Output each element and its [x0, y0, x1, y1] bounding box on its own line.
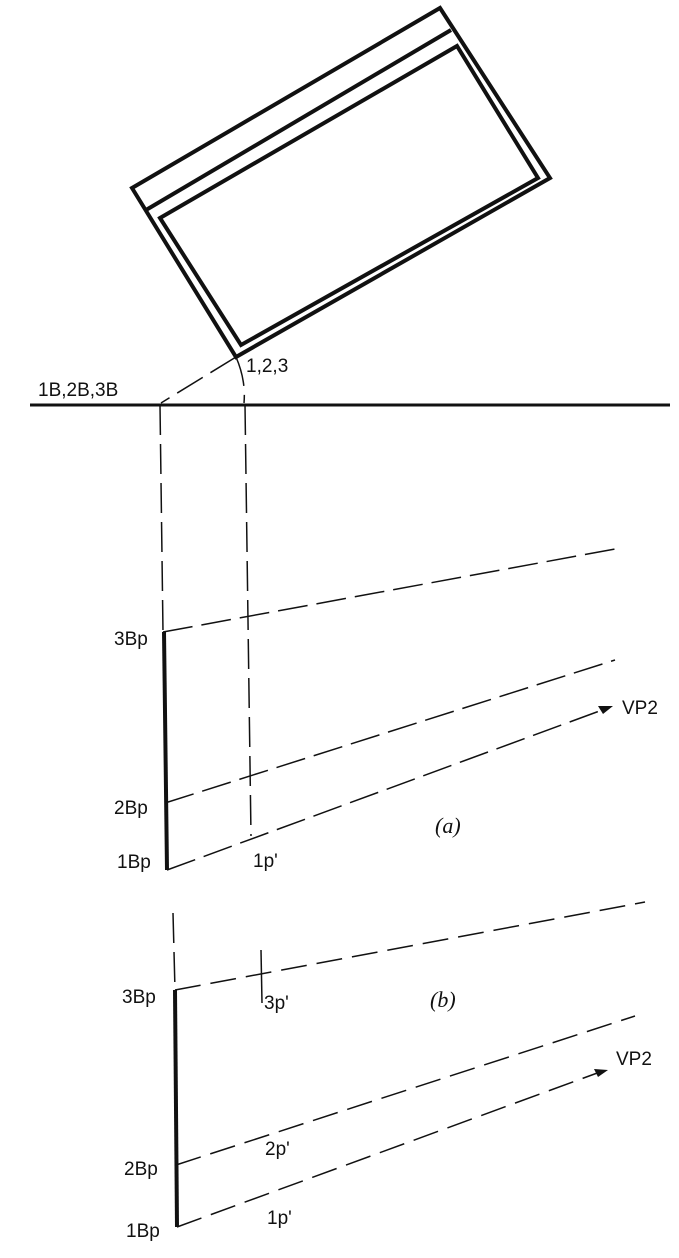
label-2bp: 2Bp [124, 1159, 158, 1180]
visual-ray [160, 356, 237, 404]
label-2p: 2p' [265, 1139, 290, 1160]
projector-line [260, 949, 263, 1004]
label-3bp: 3Bp [122, 987, 156, 1008]
label-1b-2b-3b: 1B,2B,3B [38, 380, 118, 401]
label-vp2: VP2 [616, 1049, 652, 1070]
vanishing-line-1bp [166, 708, 606, 871]
vanishing-line-3bp [162, 548, 616, 633]
caption-a: (a) [435, 813, 461, 838]
true-height-line [173, 989, 179, 1228]
projector-line [159, 404, 164, 633]
arrowhead [594, 1069, 608, 1077]
object-plan-view [129, 5, 553, 360]
object-inner-outline [157, 43, 541, 348]
vanishing-line-2bp [164, 659, 616, 804]
object-outer-outline [129, 5, 553, 360]
label-3bp: 3Bp [114, 629, 148, 650]
caption-b: (b) [430, 987, 456, 1012]
label-1bp: 1Bp [117, 852, 151, 873]
true-height-line [162, 631, 169, 871]
label-1p: 1p' [267, 1208, 292, 1229]
label-1-2-3: 1,2,3 [246, 356, 288, 377]
label-2bp: 2Bp [114, 798, 148, 819]
label-3p: 3p' [264, 993, 289, 1014]
view-a: 3Bp 2Bp 1Bp 1p' VP2 (a) [114, 404, 658, 873]
projector-line [244, 404, 252, 837]
view-b: 3Bp 2Bp 1Bp 3p' 2p' 1p' VP2 (b) [122, 901, 652, 1242]
label-vp2: VP2 [622, 698, 658, 719]
label-1bp: 1Bp [126, 1221, 160, 1242]
vanishing-line-1bp [176, 1071, 601, 1228]
vanishing-line-2bp [175, 1015, 636, 1166]
vanishing-line-3bp [174, 901, 646, 991]
object-edge-line [144, 28, 453, 212]
arrowhead [598, 706, 613, 714]
projector-line [172, 912, 176, 991]
label-1p: 1p' [253, 851, 278, 872]
rotation-arc [235, 356, 246, 404]
